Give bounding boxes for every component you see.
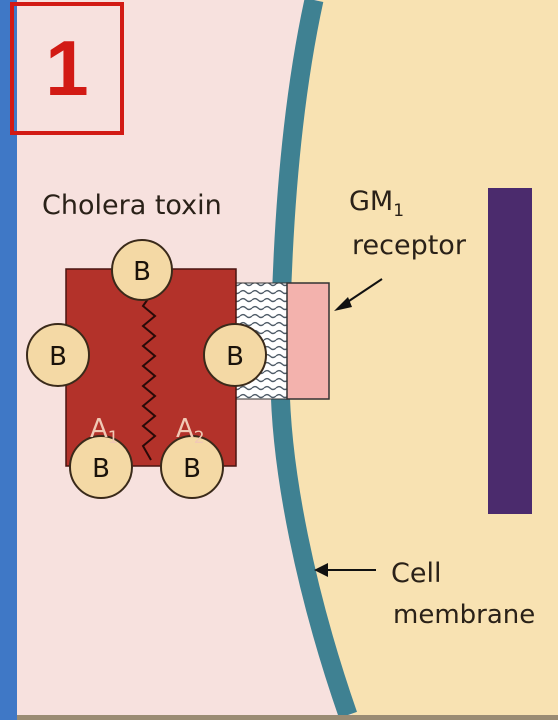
- b-label-top: B: [133, 257, 151, 287]
- panel-number: 1: [45, 23, 88, 114]
- purple-bar: [488, 188, 532, 514]
- cholera-toxin-label: Cholera toxin: [42, 192, 222, 219]
- membrane-label: membrane: [393, 602, 535, 628]
- gm1-main: GM: [349, 186, 393, 217]
- b-label-left: B: [49, 342, 67, 372]
- b-label-bottom-right: B: [183, 454, 201, 484]
- bottom-strip: [17, 715, 558, 720]
- gm1-receptor-block: [287, 283, 329, 399]
- receptor-label: receptor: [352, 232, 466, 259]
- panel-number-box: 1: [10, 2, 124, 135]
- gm1-sub: 1: [393, 201, 404, 221]
- gm1-label: GM1: [349, 188, 404, 215]
- cell-label: Cell: [391, 560, 441, 587]
- b-label-right: B: [226, 342, 244, 372]
- b-label-bottom-left: B: [92, 454, 110, 484]
